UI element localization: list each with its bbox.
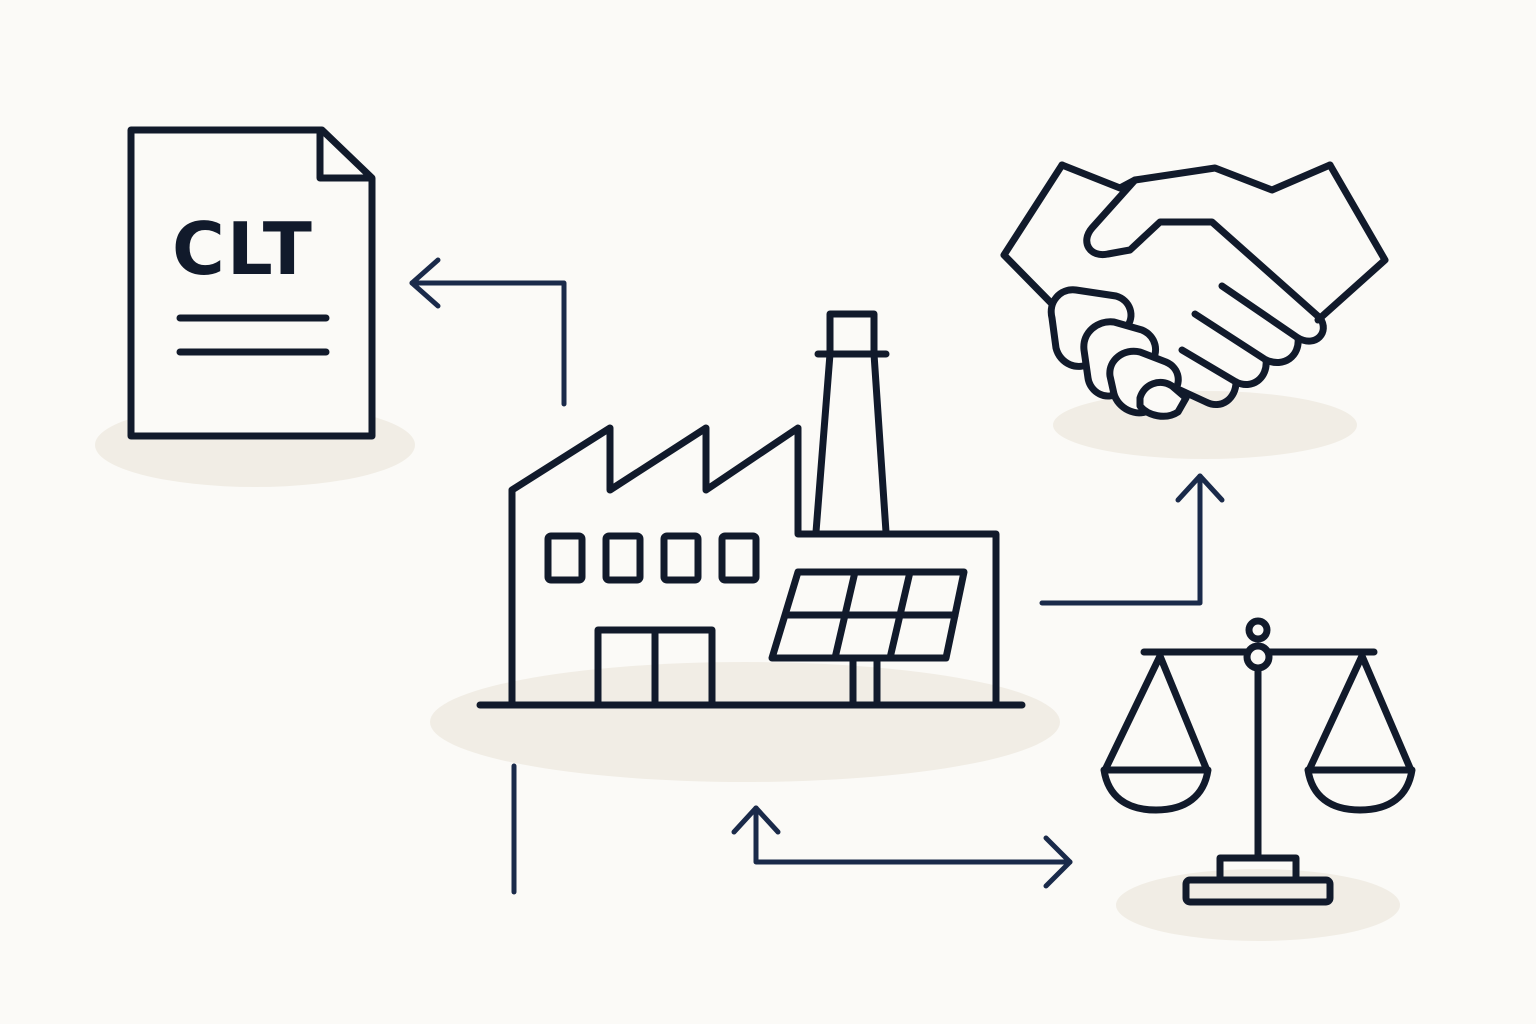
- factory-icon: [476, 310, 1026, 709]
- factory-window: [602, 532, 644, 584]
- arrow-bidirectional: [753, 805, 1073, 865]
- factory-window: [660, 532, 702, 584]
- handshake-icon: [1000, 161, 1389, 420]
- arrow-to-handshake: [1039, 473, 1203, 606]
- document-label: CLT: [172, 207, 314, 291]
- factory-door: [594, 626, 716, 706]
- document-icon: CLT: [127, 126, 376, 440]
- factory-shadow: [430, 662, 1060, 782]
- connector-arrows: [409, 257, 1225, 895]
- ground-shadows: [95, 391, 1400, 941]
- chimney: [812, 350, 890, 536]
- solar-panel-icon: [768, 568, 968, 706]
- arrow-to-document: [409, 280, 567, 407]
- factory-window: [544, 532, 586, 584]
- factory-window: [718, 532, 760, 584]
- scales-of-justice-icon: [1100, 617, 1416, 906]
